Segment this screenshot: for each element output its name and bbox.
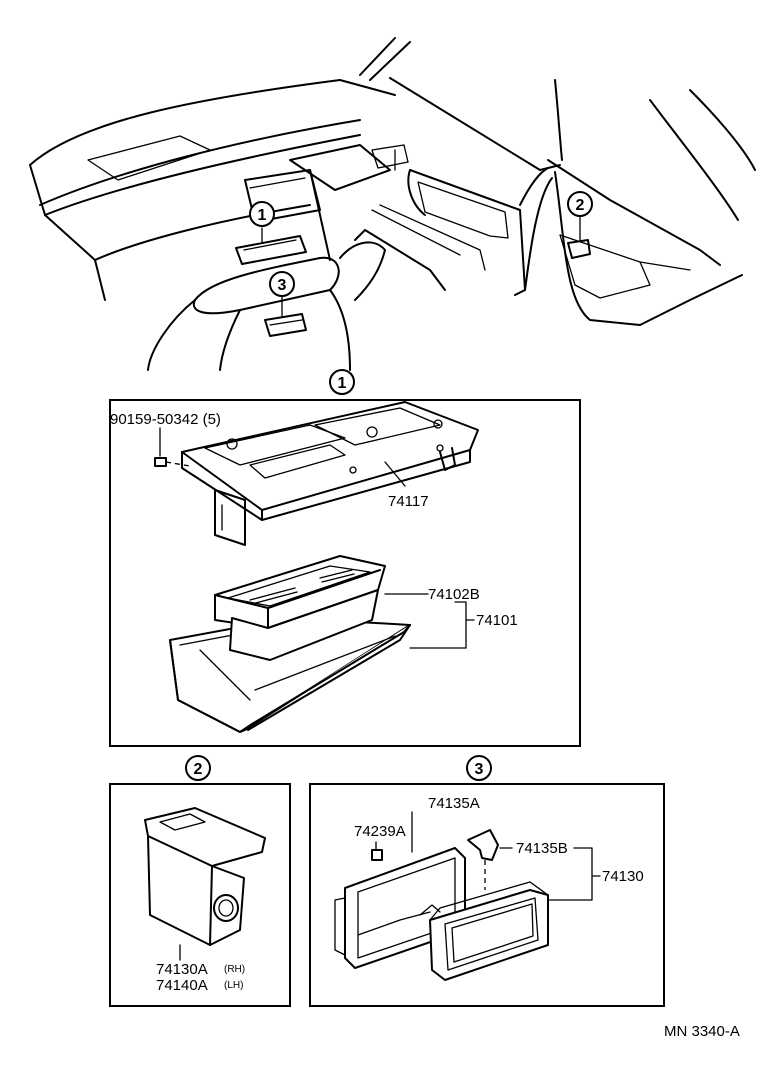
rh-part-number: 74130A: [156, 961, 208, 978]
screw-part-number: 90159-50342 (5): [110, 411, 221, 428]
svg-text:1: 1: [338, 375, 347, 392]
bracket-part-number-3: 74135B: [516, 840, 568, 857]
svg-text:3: 3: [475, 761, 484, 778]
callout-1-top: 1: [249, 201, 275, 227]
svg-text:2: 2: [194, 761, 203, 778]
rh-side-label: (RH): [224, 964, 245, 975]
bracket-part-number: 74117: [388, 493, 429, 510]
inner-box-part-number: 74102B: [428, 586, 480, 603]
assembly-part-number: 74101: [476, 612, 518, 629]
panel-2-labels: 74130A (RH) 74140A (LH): [156, 961, 245, 994]
lh-part-number: 74140A: [156, 977, 208, 994]
callout-3-top: 3: [269, 271, 295, 297]
lh-side-label: (LH): [224, 980, 243, 991]
console-ashtray-drawing: [334, 811, 601, 981]
glove-box-74101-drawing: [169, 555, 475, 733]
rear-ashtray-drawing: [144, 807, 266, 961]
panel-1-frame: [109, 399, 581, 747]
svg-text:1: 1: [258, 207, 267, 224]
callout-3-panel: 3: [466, 755, 492, 781]
bracket-74117-drawing: [154, 401, 479, 546]
callout-2-top: 2: [567, 191, 593, 217]
callout-2-panel: 2: [185, 755, 211, 781]
clip-part-number: 74239A: [354, 823, 406, 840]
svg-text:3: 3: [278, 277, 287, 294]
panel-3-frame: [309, 783, 665, 1007]
callout-1-panel: 1: [329, 369, 355, 395]
interior-overview: [29, 37, 756, 371]
panel-3-labels: 74135A 74239A 74135B 74130: [354, 795, 644, 885]
assembly-part-number-3: 74130: [602, 868, 644, 885]
panel-1-labels: 90159-50342 (5) 74117 74102B 74101: [110, 411, 518, 629]
diagram-code: MN 3340-A: [664, 1023, 740, 1040]
svg-text:2: 2: [576, 197, 585, 214]
panel-2-frame: [109, 783, 291, 1007]
housing-part-number: 74135A: [428, 795, 480, 812]
